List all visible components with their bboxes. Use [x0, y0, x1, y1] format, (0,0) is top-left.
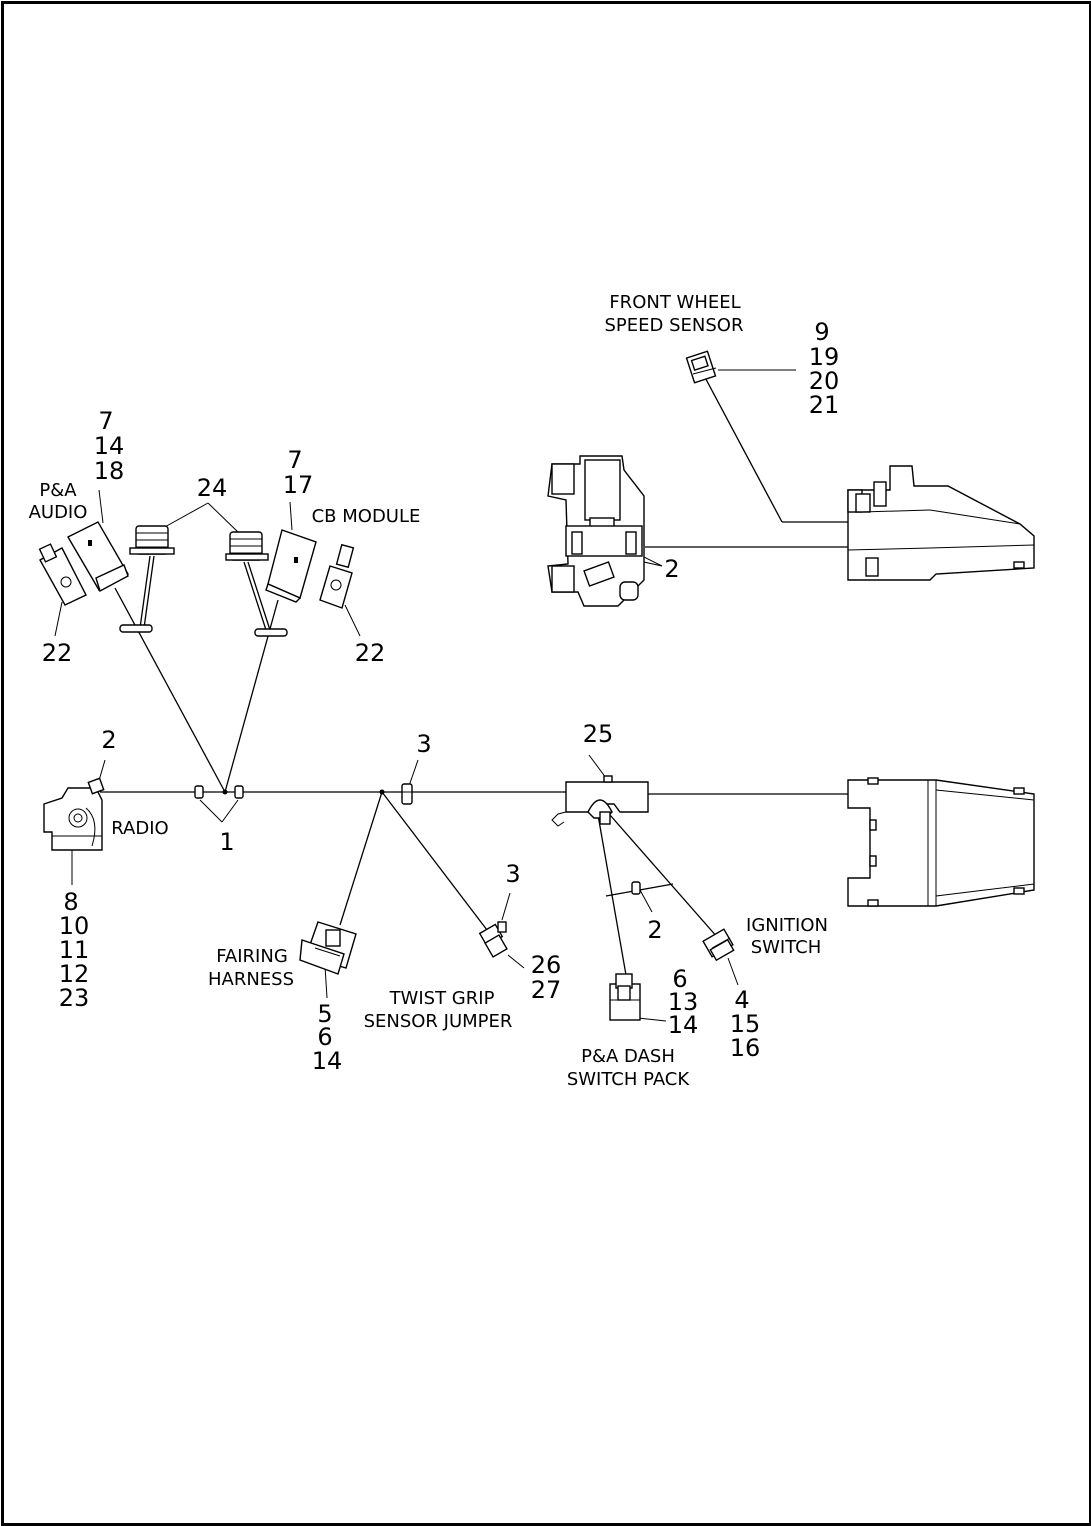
- label-dash-switch-pack-1: P&A DASH: [581, 1046, 675, 1067]
- callout-2-tie: 2: [647, 916, 662, 944]
- fairing-bracket: [547, 455, 645, 607]
- callout-5: 5: [317, 1000, 332, 1028]
- cb-module-connector: [265, 529, 355, 609]
- callout-21: 21: [809, 391, 840, 419]
- callout-14-dash: 14: [668, 1011, 699, 1039]
- label-radio: RADIO: [111, 818, 168, 839]
- callout-3-main: 3: [416, 730, 431, 758]
- callout-2-bracket: 2: [664, 555, 679, 583]
- label-twist-grip-2: SENSOR JUMPER: [364, 1011, 513, 1032]
- fairing-harness-connector: [299, 921, 357, 975]
- label-pa-audio-2: AUDIO: [29, 502, 88, 523]
- callout-17: 17: [283, 471, 314, 499]
- label-pa-audio-1: P&A: [39, 480, 77, 501]
- callout-22-left: 22: [42, 639, 73, 667]
- label-ignition-switch-2: SWITCH: [751, 937, 822, 958]
- label-front-wheel-speed-sensor-1: FRONT WHEEL: [609, 292, 740, 313]
- callout-6-fairing: 6: [317, 1023, 332, 1051]
- label-cb-module: CB MODULE: [312, 506, 421, 527]
- callout-24: 24: [197, 474, 228, 502]
- connector-seal-right: [225, 531, 288, 637]
- callout-14-audio: 14: [94, 432, 125, 460]
- label-dash-switch-pack-2: SWITCH PACK: [567, 1069, 691, 1090]
- callout-25: 25: [583, 720, 614, 748]
- label-fairing-harness-2: HARNESS: [208, 969, 294, 990]
- fairing-support-lower: [847, 777, 1035, 907]
- label-front-wheel-speed-sensor-2: SPEED SENSOR: [605, 315, 744, 336]
- bracket-25: [551, 775, 649, 827]
- tie-strap: [631, 881, 641, 895]
- label-twist-grip-1: TWIST GRIP: [389, 988, 495, 1009]
- callout-6-dash: 6: [672, 965, 687, 993]
- connector-seal-left: [119, 525, 175, 633]
- callout-22-right: 22: [355, 639, 386, 667]
- callout-13: 13: [668, 988, 699, 1016]
- label-fairing-harness-1: FAIRING: [216, 946, 288, 967]
- callout-26: 26: [531, 951, 562, 979]
- label-ignition-switch-1: IGNITION: [746, 915, 828, 936]
- harness-lines: [54, 367, 848, 1022]
- callout-11: 11: [59, 936, 90, 964]
- dash-switch-pack-connector: [609, 973, 641, 1021]
- trunk-clips: [194, 783, 413, 805]
- callout-numbers: 9 19 20 21 7 14 18 7 17 24 22 22 2 2 8 1…: [42, 318, 840, 1075]
- callout-1: 1: [219, 828, 234, 856]
- callout-15: 15: [730, 1010, 761, 1038]
- callout-27: 27: [531, 976, 562, 1004]
- callout-10: 10: [59, 912, 90, 940]
- callout-19: 19: [809, 343, 840, 371]
- callout-12: 12: [59, 960, 90, 988]
- callout-9: 9: [814, 318, 829, 346]
- callout-4: 4: [734, 986, 749, 1014]
- ignition-switch-connector: [702, 928, 735, 962]
- twist-grip-jumper-connector: [478, 921, 508, 958]
- callout-23: 23: [59, 984, 90, 1012]
- callout-14-fairing: 14: [312, 1047, 343, 1075]
- callout-18: 18: [94, 457, 125, 485]
- fairing-support-upper: [847, 465, 1035, 581]
- component-labels: FRONT WHEEL SPEED SENSOR P&A AUDIO CB MO…: [29, 292, 828, 1090]
- callout-3-twist: 3: [505, 860, 520, 888]
- callout-20: 20: [809, 367, 840, 395]
- callout-8: 8: [63, 888, 78, 916]
- speed-sensor-connector: [685, 350, 717, 384]
- callout-2-radio: 2: [101, 726, 116, 754]
- radio-unit: [43, 777, 105, 851]
- callout-7-cb: 7: [287, 446, 302, 474]
- callout-16: 16: [730, 1034, 761, 1062]
- callout-7-audio: 7: [98, 407, 113, 435]
- pa-audio-connector: [38, 521, 129, 606]
